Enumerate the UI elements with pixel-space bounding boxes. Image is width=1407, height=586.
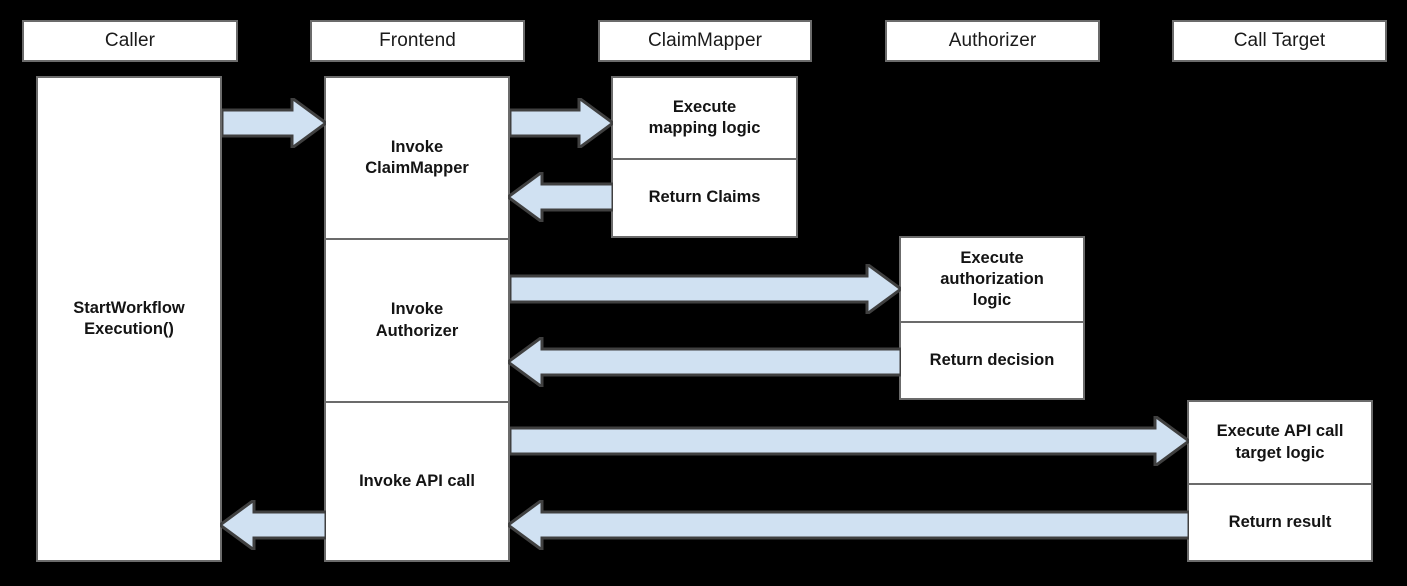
lifeline-header-authorizer[interactable]: Authorizer: [885, 20, 1100, 62]
activation-calltarget[interactable]: Execute API call target logic Return res…: [1187, 400, 1373, 562]
activation-claimmapper-segment-execute-mapping-logic: Execute mapping logic: [648, 97, 761, 137]
activation-frontend-segment-invoke-authorizer: Invoke Authorizer: [326, 238, 508, 401]
lifeline-header-caller[interactable]: Caller: [22, 20, 238, 62]
activation-claimmapper[interactable]: Execute mapping logic Return Claims: [611, 76, 798, 238]
lifeline-header-frontend[interactable]: Frontend: [310, 20, 525, 62]
activation-calltarget-segment-return-result: Return result: [1189, 483, 1371, 560]
activation-caller[interactable]: StartWorkflow Execution(): [36, 76, 222, 562]
activation-frontend-segment-invoke-api-call: Invoke API call: [326, 401, 508, 560]
activation-claimmapper-segment-return-claims: Return Claims: [613, 158, 796, 236]
activation-calltarget-segment-execute-api-call-target-logic: Execute API call target logic: [1216, 422, 1344, 462]
activation-authorizer-segment-return-decision: Return decision: [901, 321, 1083, 398]
activation-caller-segment-1: StartWorkflow Execution(): [73, 298, 185, 338]
message-arrow-frontend-to-caller[interactable]: [220, 500, 326, 550]
lifeline-header-claimmapper[interactable]: ClaimMapper: [598, 20, 812, 62]
activation-authorizer[interactable]: Execute authorization logic Return decis…: [899, 236, 1085, 400]
message-arrow-authorizer-to-frontend[interactable]: [508, 337, 901, 387]
message-arrow-frontend-to-calltarget[interactable]: [510, 416, 1189, 466]
message-arrow-claimmapper-to-frontend[interactable]: [508, 172, 613, 222]
activation-authorizer-segment-execute-authorization-logic: Execute authorization logic: [940, 248, 1044, 310]
activation-frontend-segment-invoke-claimmapper: Invoke ClaimMapper: [365, 137, 469, 177]
message-arrow-calltarget-to-frontend[interactable]: [508, 500, 1189, 550]
lifeline-header-frontend-label: Frontend: [379, 30, 456, 51]
message-arrow-caller-to-frontend[interactable]: [222, 98, 326, 148]
lifeline-header-calltarget[interactable]: Call Target: [1172, 20, 1387, 62]
activation-frontend[interactable]: Invoke ClaimMapper Invoke Authorizer Inv…: [324, 76, 510, 562]
lifeline-header-caller-label: Caller: [104, 30, 156, 51]
lifeline-header-authorizer-label: Authorizer: [948, 30, 1037, 51]
lifeline-header-claimmapper-label: ClaimMapper: [647, 30, 763, 51]
message-arrow-frontend-to-authorizer[interactable]: [510, 264, 901, 314]
lifeline-header-calltarget-label: Call Target: [1233, 30, 1326, 51]
message-arrow-frontend-to-claimmapper[interactable]: [510, 98, 613, 148]
